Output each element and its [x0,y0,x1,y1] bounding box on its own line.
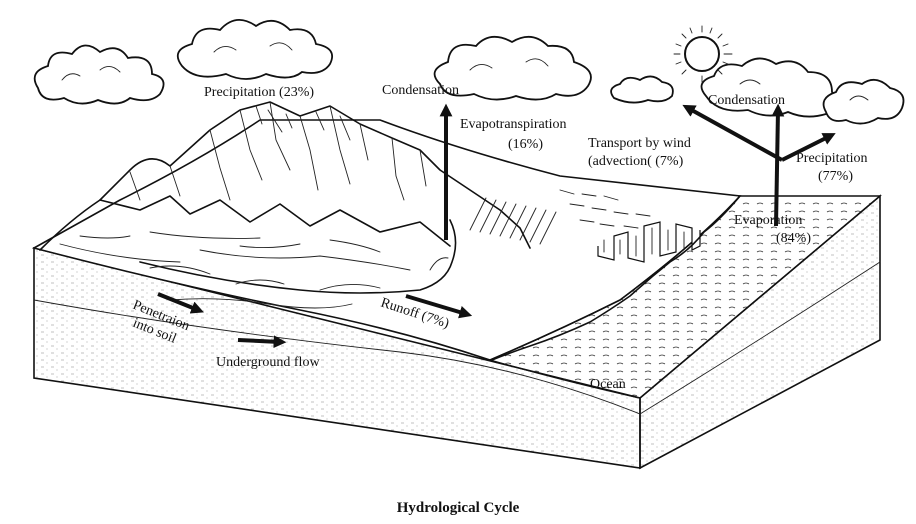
label-precipitation-land: Precipitation (23%) [204,85,314,100]
diagram-title: Hydrological Cycle [397,500,520,516]
penetration-arrow [157,292,204,314]
label-precipitation-ocean: Precipitation [796,151,868,166]
cloud-icon-5 [700,57,905,125]
label-evaporation-pct: (84%) [776,231,811,246]
label-ocean: Ocean [590,377,626,392]
underground-flow-arrow [237,335,287,349]
label-condensation-land: Condensation [382,83,459,98]
label-evapotranspiration: Evapotranspiration [460,117,567,132]
forest-hatching [469,189,651,245]
river-system [139,219,457,309]
label-condensation-ocean: Condensation [708,93,785,108]
cloud-icon-4 [610,75,674,104]
label-precipitation-ocean-pct: (77%) [818,169,853,184]
cloud-icon-2 [176,19,334,80]
runoff-arrow [405,294,473,319]
advection-arrow [682,104,783,162]
ocean-surface [487,195,882,399]
town [597,221,701,263]
cloud-icon-3 [433,36,592,101]
label-transport-line2: (advection( (7%) [588,154,684,169]
cloud-icon-1 [33,44,165,105]
evaporation-arrow [771,103,785,227]
label-underground-flow: Underground flow [216,355,320,370]
mountain-range [39,101,531,271]
label-transport-line1: Transport by wind [588,136,691,151]
label-evaporation: Evaporation [734,213,802,228]
arrows [157,103,836,349]
precipitation-ocean-arrow [781,133,836,162]
coastline [491,195,741,361]
sun-icon [673,25,733,83]
label-evapotranspiration-pct: (16%) [508,137,543,152]
